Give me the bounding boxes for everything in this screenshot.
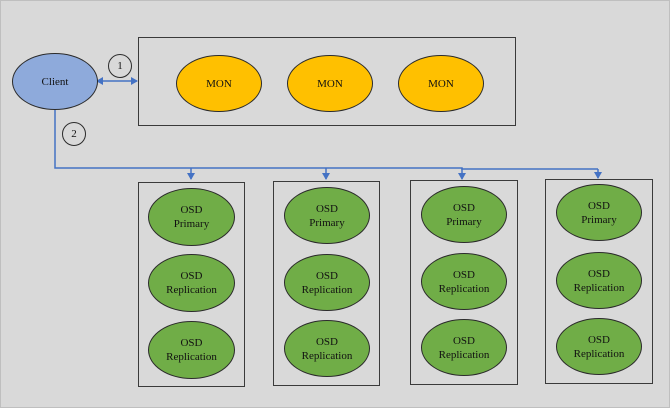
osd-label: OSD [587,199,610,212]
osd-replication-node[interactable]: OSD Replication [148,321,235,379]
osd-replication-node[interactable]: OSD Replication [556,318,642,375]
osd-role: Replication [438,348,490,361]
osd-primary-node[interactable]: OSD Primary [556,184,642,241]
mon-label: MON [206,77,232,90]
osd-label: OSD [452,334,475,347]
osd-primary-node[interactable]: OSD Primary [148,188,235,246]
mon-node[interactable]: MON [287,55,373,112]
client-label: Client [41,75,69,88]
step-badge-1: 1 [108,54,132,78]
osd-replication-node[interactable]: OSD Replication [421,253,507,310]
osd-role: Replication [438,282,490,295]
osd-role: Replication [166,351,217,363]
mon-label: MON [428,77,454,90]
osd-role: Primary [309,216,345,229]
osd-replication-node[interactable]: OSD Replication [148,254,235,312]
osd-label: OSD [315,269,338,282]
osd-role: Primary [446,215,482,228]
step-label: 2 [71,128,77,140]
osd-label: OSD [315,335,338,348]
mon-node[interactable]: MON [398,55,484,112]
client-node[interactable]: Client [12,53,98,110]
osd-label: OSD [452,201,475,214]
osd-replication-node[interactable]: OSD Replication [556,252,642,309]
osd-primary-node[interactable]: OSD Primary [421,186,507,243]
osd-role: Replication [573,281,625,294]
osd-role: Primary [173,218,210,230]
osd-label: OSD [180,337,203,349]
step-label: 1 [117,60,123,72]
osd-primary-node[interactable]: OSD Primary [284,187,370,244]
osd-label: OSD [587,333,610,346]
mon-label: MON [317,77,343,90]
osd-label: OSD [452,268,475,281]
osd-label: OSD [587,267,610,280]
osd-role: Primary [581,213,617,226]
osd-role: Replication [301,283,353,296]
osd-role: Replication [166,284,217,296]
osd-role: Replication [301,349,353,362]
osd-role: Replication [573,347,625,360]
osd-replication-node[interactable]: OSD Replication [421,319,507,376]
osd-label: OSD [180,270,203,282]
osd-replication-node[interactable]: OSD Replication [284,254,370,311]
osd-label: OSD [180,204,203,216]
step-badge-2: 2 [62,122,86,146]
osd-label: OSD [315,202,338,215]
mon-node[interactable]: MON [176,55,262,112]
osd-replication-node[interactable]: OSD Replication [284,320,370,377]
